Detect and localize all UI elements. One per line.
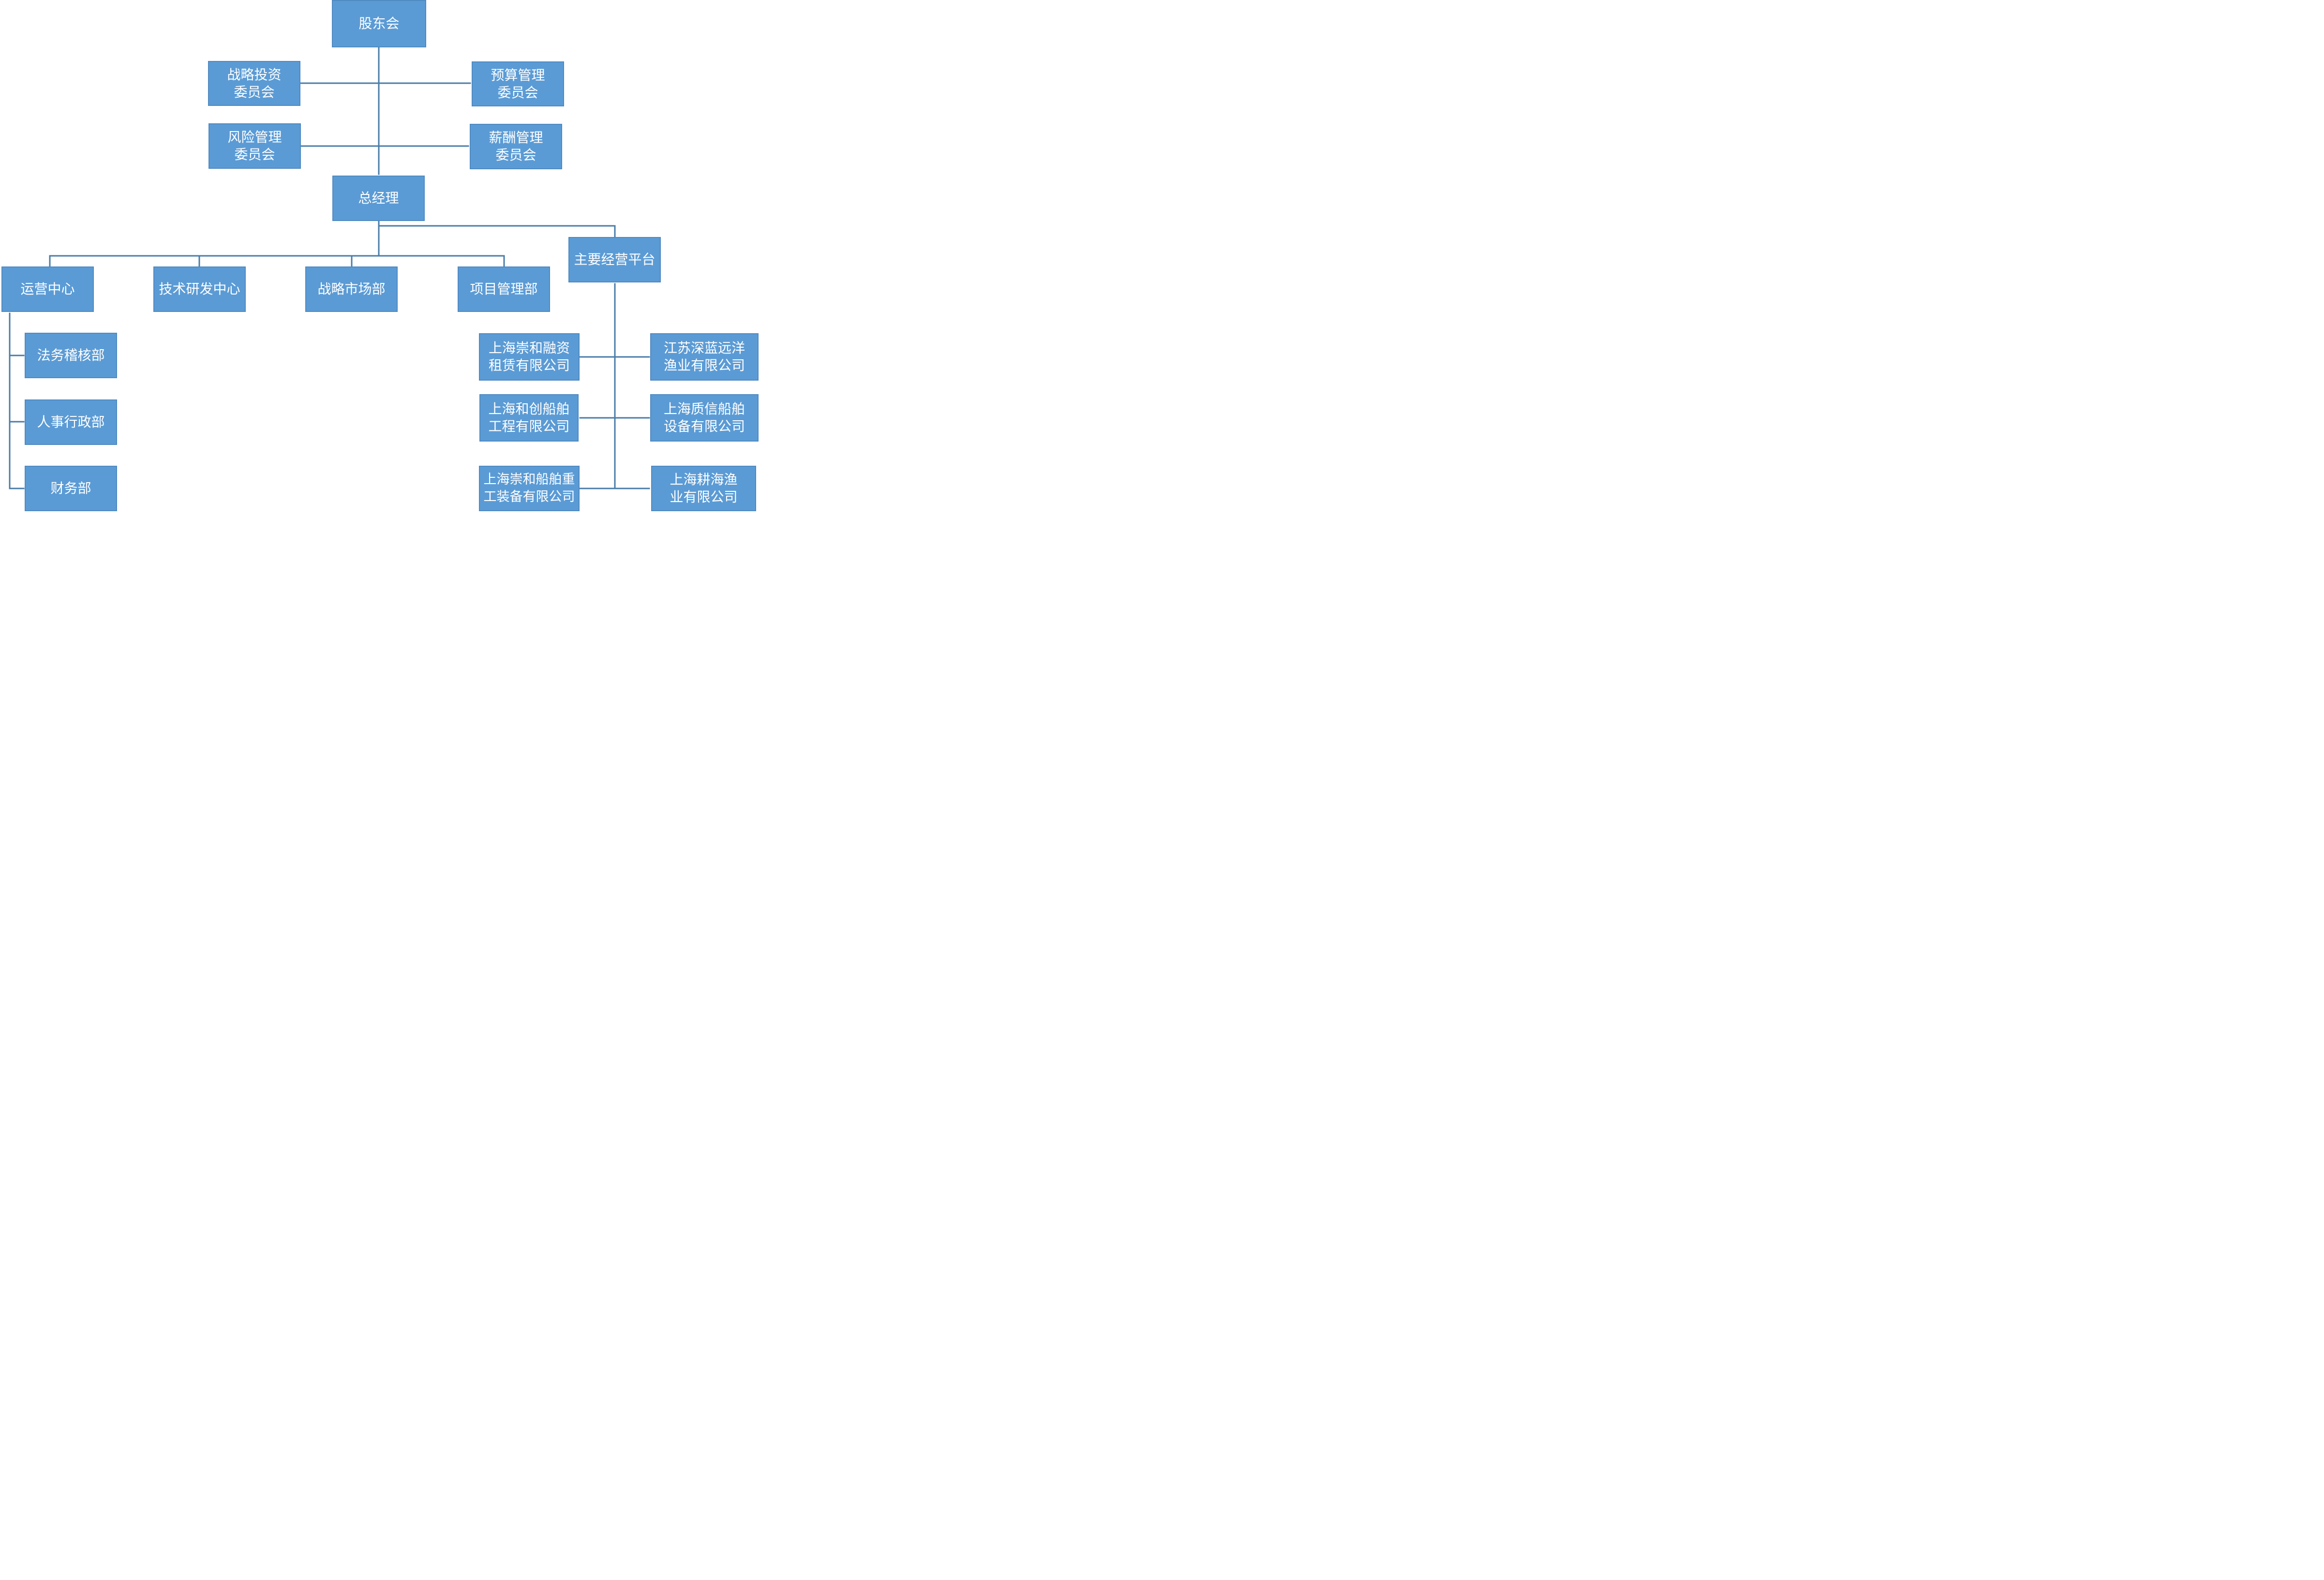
node-label-line1: 上海崇和融资 <box>488 340 570 356</box>
node-xiangmu-guanli-bu: 项目管理部 <box>458 266 550 312</box>
connector-lines <box>9 46 650 489</box>
node-label-line2: 工装备有限公司 <box>483 489 575 504</box>
node-label-line1: 上海耕海渔 <box>670 472 738 487</box>
node-xiangmu-label: 项目管理部 <box>470 281 538 297</box>
node-label-line2: 业有限公司 <box>670 489 738 505</box>
node-label-line2: 委员会 <box>234 84 275 100</box>
node-caiwu-bu: 财务部 <box>25 466 117 511</box>
node-label-line1: 预算管理 <box>491 67 545 83</box>
node-fawu-jihe-bu: 法务稽核部 <box>25 333 117 378</box>
node-pingtai-label: 主要经营平台 <box>574 251 655 267</box>
node-jishu-label: 技术研发中心 <box>159 281 240 297</box>
node-label-line2: 委员会 <box>234 147 275 162</box>
node-label-line1: 薪酬管理 <box>489 130 543 146</box>
node-label-line1: 江苏深蓝远洋 <box>663 340 745 356</box>
node-label-line2: 工程有限公司 <box>488 418 570 434</box>
node-label-line1: 风险管理 <box>227 129 282 145</box>
node-zhuyao-jingying-pingtai: 主要经营平台 <box>568 237 661 282</box>
node-zongjingli-label: 总经理 <box>358 190 399 206</box>
node-fengxian-guanli-weiyuanhui: 风险管理 委员会 <box>209 123 301 169</box>
node-gudong: 股东会 <box>332 0 426 47</box>
node-label-line2: 设备有限公司 <box>663 418 745 434</box>
node-zhanlue-touzi-weiyuanhui: 战略投资 委员会 <box>208 61 300 106</box>
node-label-line2: 渔业有限公司 <box>663 357 745 373</box>
node-fawu-label: 法务稽核部 <box>37 347 105 363</box>
node-zhanlue-shichang-bu: 战略市场部 <box>305 266 398 312</box>
node-caiwu-label: 财务部 <box>50 480 91 496</box>
node-yusuan-guanli-weiyuanhui: 预算管理 委员会 <box>472 61 564 106</box>
node-label-line2: 委员会 <box>495 147 536 163</box>
node-yunying-label: 运营中心 <box>20 281 75 297</box>
node-hechuang-chuanbo-gongcheng: 上海和创船舶 工程有限公司 <box>479 394 579 442</box>
node-renshi-label: 人事行政部 <box>37 414 105 430</box>
node-label-line1: 上海质信船舶 <box>663 401 745 417</box>
node-zongjingli: 总经理 <box>332 176 425 221</box>
node-label-line1: 战略投资 <box>227 66 282 83</box>
node-zhixin-chuanbo-shebei: 上海质信船舶 设备有限公司 <box>650 394 759 442</box>
node-yunying-zhongxin: 运营中心 <box>1 266 94 312</box>
node-label-line1: 上海崇和船舶重 <box>483 472 575 487</box>
node-jishu-yanfa-zhongxin: 技术研发中心 <box>153 266 246 312</box>
node-xinchou-guanli-weiyuanhui: 薪酬管理 委员会 <box>470 124 562 169</box>
node-label-line1: 上海和创船舶 <box>488 401 570 417</box>
node-genghai-yuye: 上海耕海渔 业有限公司 <box>651 466 756 511</box>
node-chonghe-chuanbo-zhonggong: 上海崇和船舶重 工装备有限公司 <box>479 466 580 511</box>
node-jiangsu-shenlan-yuanyang: 江苏深蓝远洋 渔业有限公司 <box>650 333 759 381</box>
node-renshi-xingzheng-bu: 人事行政部 <box>25 399 117 445</box>
node-label-line2: 租赁有限公司 <box>488 357 570 373</box>
node-gudong-label: 股东会 <box>358 15 400 31</box>
node-label-line2: 委员会 <box>497 84 538 101</box>
node-chonghe-rongzi-zulin: 上海崇和融资 租赁有限公司 <box>479 333 580 381</box>
node-shichang-label: 战略市场部 <box>317 281 386 297</box>
